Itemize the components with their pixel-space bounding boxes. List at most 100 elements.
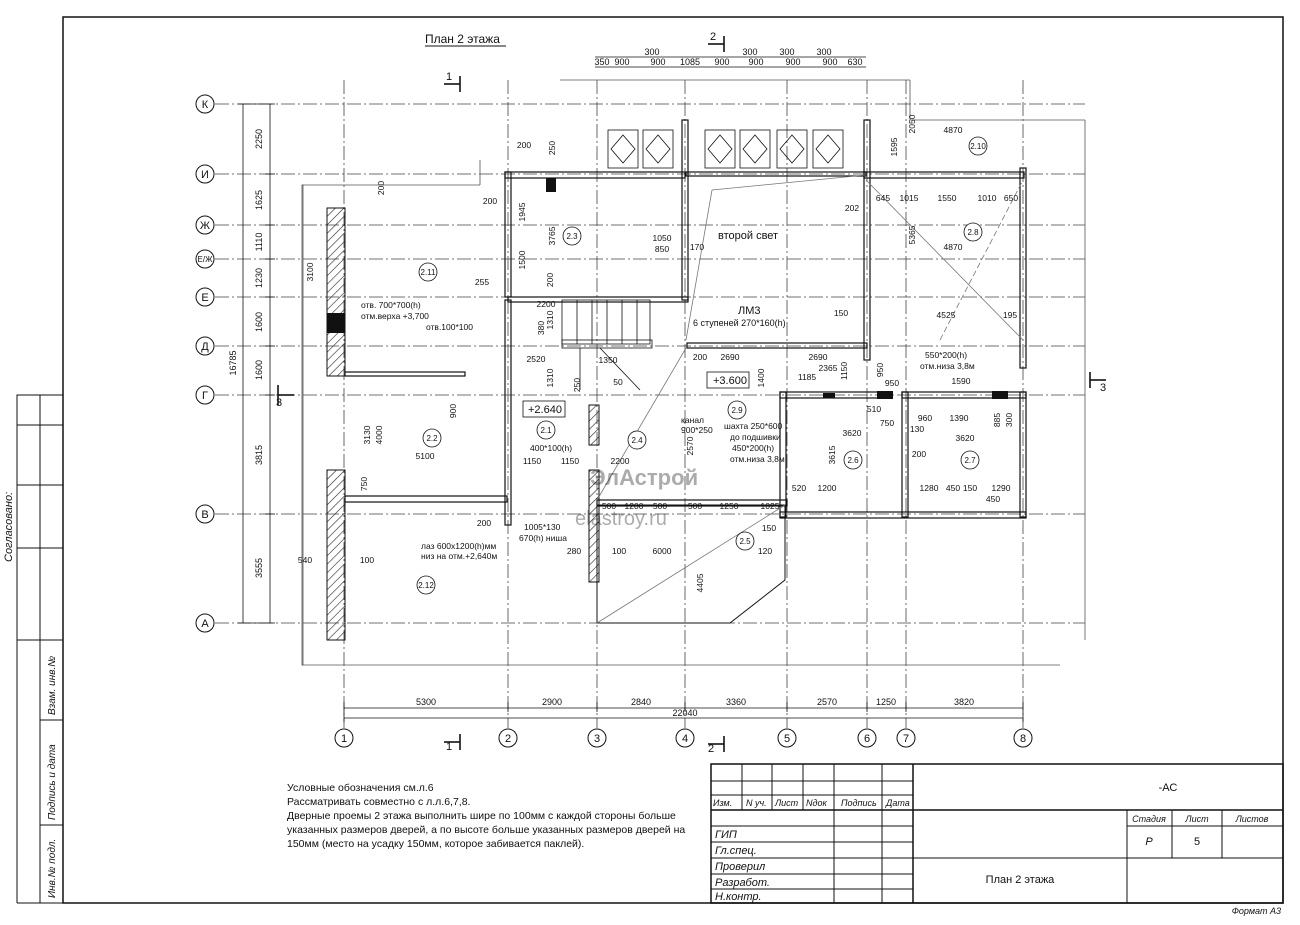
svg-text:2570: 2570	[685, 436, 695, 455]
opening-note: до подшивки	[730, 432, 781, 442]
svg-text:1050: 1050	[653, 233, 672, 243]
svg-text:1290: 1290	[992, 483, 1011, 493]
svg-text:100: 100	[360, 555, 374, 565]
room-label: 2.9	[731, 406, 743, 415]
svg-text:1150: 1150	[561, 456, 580, 466]
svg-text:4405: 4405	[695, 573, 705, 592]
general-notes: Условные обозначения см.л.6 Рассматриват…	[287, 782, 685, 850]
svg-text:4870: 4870	[944, 242, 963, 252]
svg-text:200: 200	[693, 352, 707, 362]
room-label: 2.1	[540, 426, 552, 435]
room-label: 2.7	[964, 456, 976, 465]
svg-text:1310: 1310	[545, 368, 555, 387]
drawing-title: План 2 этажа	[425, 32, 500, 46]
outline-lines	[301, 79, 1086, 666]
svg-text:280: 280	[567, 546, 581, 556]
dim-bottom: 2570	[817, 697, 837, 707]
axis-bubbles-rows	[195, 94, 215, 633]
agreed-label: Согласовано:	[3, 492, 15, 562]
svg-text:380: 380	[536, 321, 546, 335]
svg-text:200: 200	[477, 518, 491, 528]
stamp-header: Изм.	[713, 798, 732, 808]
stamp-role: Проверил	[715, 861, 765, 873]
axis-bubbles-cols	[334, 728, 1033, 748]
watermark-text: ЭлАстрой	[590, 465, 698, 490]
stamp-sheet-label: Лист	[1184, 814, 1209, 824]
opening-note: отм.низа 3,8м	[920, 361, 975, 371]
svg-text:2200: 2200	[537, 299, 556, 309]
svg-text:3620: 3620	[843, 428, 862, 438]
svg-text:202: 202	[845, 203, 859, 213]
opening-note: 900*250	[681, 425, 713, 435]
stamp-role: Разработ.	[715, 877, 770, 889]
svg-text:150: 150	[834, 308, 848, 318]
svg-text:500: 500	[653, 501, 667, 511]
axis-row-label: И	[201, 169, 209, 181]
axis-col-label: 6	[864, 733, 870, 745]
dim-bottom-total: 22040	[672, 708, 697, 718]
section-marks	[277, 36, 1106, 752]
svg-text:1390: 1390	[950, 413, 969, 423]
room-label: 2.8	[967, 228, 979, 237]
opening-note: 1005*130	[524, 522, 561, 532]
svg-text:1025: 1025	[761, 501, 780, 511]
stamp-header: Подпись	[841, 798, 877, 808]
svg-text:1200: 1200	[818, 483, 837, 493]
window-symbols	[607, 129, 844, 169]
stamp-header: Дата	[885, 798, 910, 808]
svg-text:1150: 1150	[523, 456, 542, 466]
stamp-header: Лист	[774, 798, 799, 808]
stamp-stage-value: Р	[1145, 836, 1153, 848]
dim-top: 900	[822, 57, 837, 67]
svg-text:2690: 2690	[809, 352, 828, 362]
section-mark-1: 1	[446, 71, 452, 83]
section-mark-2: 2	[710, 31, 716, 43]
svg-text:1250: 1250	[720, 501, 739, 511]
dim-top-upper: 300	[742, 47, 757, 57]
walls	[326, 207, 600, 641]
svg-text:1400: 1400	[756, 368, 766, 387]
svg-text:450: 450	[946, 483, 960, 493]
axis-row-label: А	[201, 618, 209, 630]
opening-note: 450*200(h)	[732, 443, 774, 453]
axis-row-label: Е	[201, 292, 208, 304]
stair-note: 6 ступеней 270*160(h)	[693, 318, 786, 328]
svg-text:6000: 6000	[653, 546, 672, 556]
svg-text:1550: 1550	[938, 193, 957, 203]
opening-note: 670(h) ниша	[519, 533, 567, 543]
svg-text:1500: 1500	[517, 250, 527, 269]
svg-text:2690: 2690	[721, 352, 740, 362]
dim-left: 1600	[254, 360, 264, 380]
stamp-code: -АС	[1159, 782, 1178, 794]
level-box	[522, 400, 566, 418]
svg-text:2365: 2365	[819, 363, 838, 373]
dim-left: 2250	[254, 129, 264, 149]
svg-text:120: 120	[758, 546, 772, 556]
stamp-role: ГИП	[715, 829, 737, 841]
svg-text:200: 200	[483, 196, 497, 206]
svg-text:3130: 3130	[362, 425, 372, 444]
svg-text:170: 170	[690, 242, 704, 252]
svg-text:200: 200	[517, 140, 531, 150]
dim-top: 900	[785, 57, 800, 67]
axis-col-label: 4	[682, 733, 688, 745]
room-label: 2.4	[631, 436, 643, 445]
svg-text:200: 200	[545, 273, 555, 287]
svg-text:3620: 3620	[956, 433, 975, 443]
axis-row-label: Г	[202, 390, 208, 402]
side-panel	[16, 394, 64, 904]
axis-col-label: 7	[903, 733, 909, 745]
section-mark-3: 3	[276, 397, 282, 409]
dim-top: 630	[847, 57, 862, 67]
svg-text:4000: 4000	[374, 425, 384, 444]
svg-text:50: 50	[613, 377, 623, 387]
dim-top: 900	[714, 57, 729, 67]
svg-text:150: 150	[963, 483, 977, 493]
svg-text:1185: 1185	[798, 372, 817, 382]
svg-text:1945: 1945	[517, 202, 527, 221]
log-walls	[344, 119, 1027, 526]
axis-row-label: Ж	[200, 220, 210, 232]
left-dimension-chain	[238, 103, 275, 624]
dim-bottom: 2840	[631, 697, 651, 707]
